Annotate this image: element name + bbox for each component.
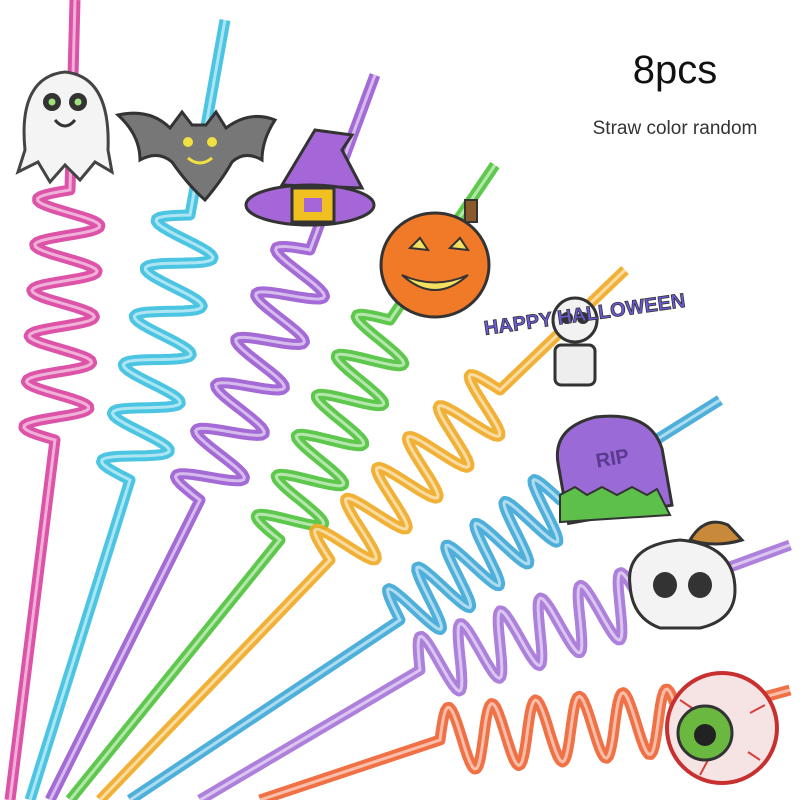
straw-highlight [68,164,497,800]
quantity-label: 8pcs [632,48,718,92]
straw-highlight [199,543,791,800]
straw-highlight [28,19,227,800]
eyeball-topper [665,671,779,785]
color-note: Straw color random [592,118,758,139]
straw-highlight [259,687,791,800]
pumpkin-topper [379,199,491,319]
ghost-topper [15,70,115,185]
bat-topper [114,109,278,203]
witch-hat-topper [244,128,376,227]
straw-highlight [98,268,627,800]
straw-highlight [129,398,721,800]
straw-highlight [48,74,377,800]
skull-topper [628,520,745,630]
tombstone-topper: RIP [555,414,674,526]
straw-highlight [8,0,102,800]
